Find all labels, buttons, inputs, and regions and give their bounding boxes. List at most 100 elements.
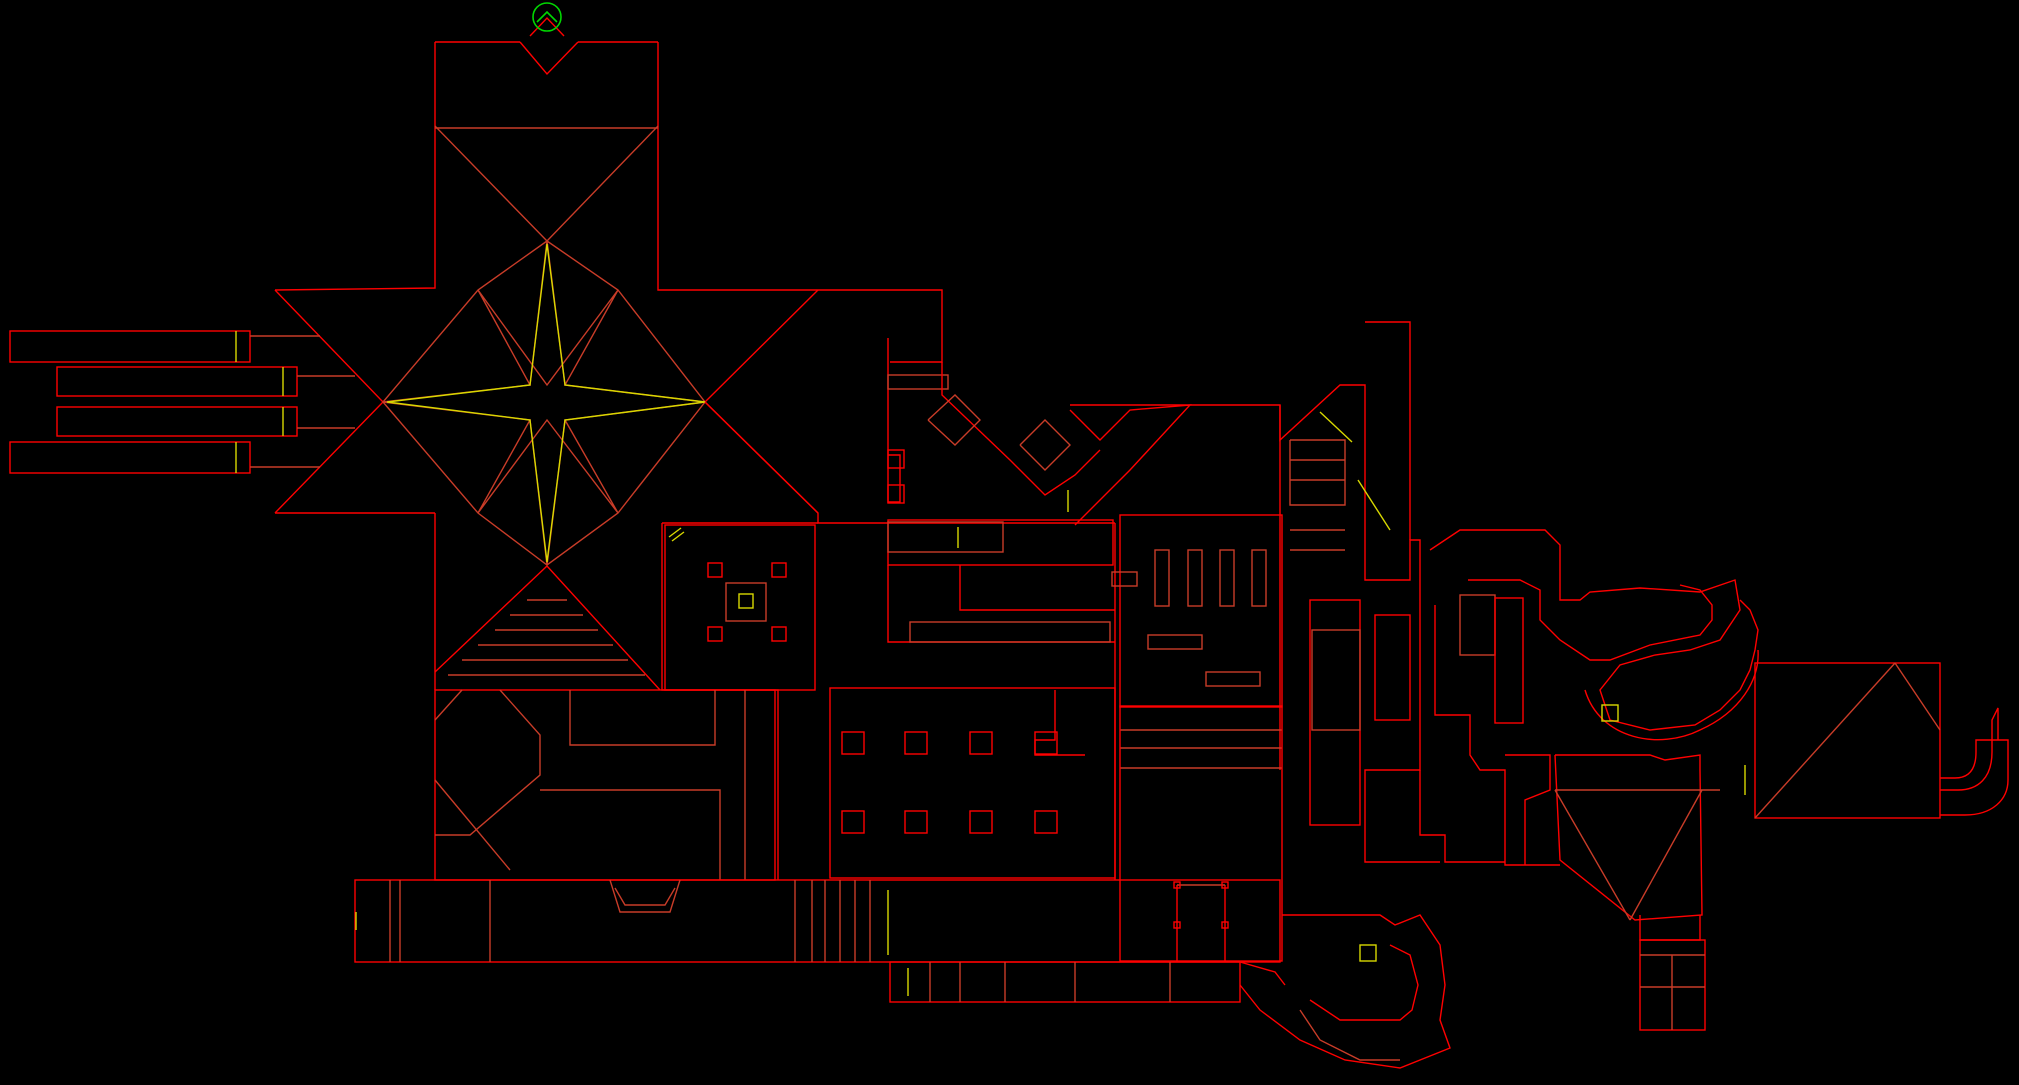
south-niche-inner <box>614 887 676 906</box>
altar-door-2 <box>671 531 685 542</box>
serpentine-cell-2 <box>1494 597 1524 724</box>
east-wedge <box>704 289 819 514</box>
mid-room-top <box>887 565 1115 643</box>
east-tower-stair <box>1289 439 1346 506</box>
altar-ring <box>725 582 767 622</box>
south-corridor <box>354 879 1281 963</box>
lower-block <box>829 687 1116 879</box>
duct-segments <box>927 394 981 446</box>
stairs-room <box>1119 705 1283 962</box>
east-room-diag-2 <box>1894 662 1941 731</box>
star-hall-details <box>382 125 706 676</box>
hall-ledge-1 <box>1147 634 1203 650</box>
southeast-corridor <box>889 961 1241 1003</box>
hall-pillar-1 <box>1154 549 1170 607</box>
hub-arm <box>887 338 901 503</box>
hook-switch <box>1359 944 1377 962</box>
hub-north-wall <box>818 289 943 363</box>
sw-corridor <box>569 690 716 746</box>
serpentine-cell-1 <box>1459 594 1496 656</box>
se-pit-diag-2 <box>1629 789 1703 921</box>
east-tower-cell <box>1374 614 1411 721</box>
altar-post-4 <box>771 626 787 642</box>
player-ring <box>532 2 562 32</box>
altar-post-1 <box>707 562 723 578</box>
ledge-1 <box>887 374 949 390</box>
serpentine-bay <box>1434 605 1560 866</box>
se-pit-diag-1 <box>1554 789 1631 921</box>
west-bars <box>9 330 355 474</box>
block-post-2 <box>904 731 928 755</box>
east-room <box>1754 662 1941 819</box>
block-notch <box>1034 690 1085 756</box>
south-pyramid <box>434 565 661 691</box>
hall-block <box>1119 514 1283 708</box>
star-inner-facets <box>382 289 706 514</box>
star-hall <box>274 16 819 691</box>
serpentine-switch <box>1601 704 1619 722</box>
hall-pillar-2 <box>1187 549 1203 607</box>
altar-door-1 <box>668 527 682 538</box>
gate-post-1 <box>1173 881 1181 889</box>
hub-ne-wall <box>704 401 1115 524</box>
hook-curve <box>1299 1009 1400 1061</box>
east-curl-outer <box>1940 739 2009 816</box>
north-diamond <box>434 125 659 243</box>
east-curl-inner <box>1940 707 1999 791</box>
hook-outer <box>1239 914 1451 1069</box>
se-pit <box>1554 754 1703 921</box>
star-pattern <box>386 243 706 563</box>
east-tower-1 <box>1279 384 1400 581</box>
start-nook <box>519 41 579 76</box>
hub-block-1 <box>887 449 905 469</box>
top-room <box>1070 404 1281 770</box>
serpentine-curve <box>1584 649 1759 741</box>
north-corridor-walls-east <box>657 42 818 291</box>
east-tower-door-1 <box>1319 411 1353 443</box>
east-room-diag <box>1754 662 1896 819</box>
west-duct <box>941 362 1101 496</box>
mid-room-north <box>959 565 1115 611</box>
central-east-rooms <box>889 514 1283 1003</box>
player-arrow-icon <box>532 2 562 32</box>
north-corridor-walls <box>274 42 436 291</box>
block-post-4 <box>1034 731 1058 755</box>
west-wedge <box>274 289 384 514</box>
hall-ledge-2 <box>1205 671 1261 687</box>
block-post-5 <box>841 810 865 834</box>
start-nook-inner <box>529 16 565 37</box>
serpentine-inner <box>1468 579 1713 661</box>
upper-steps <box>887 521 1004 553</box>
south-east-link <box>1639 915 1701 941</box>
bar-4 <box>9 441 251 474</box>
upper-corridor <box>887 519 1114 566</box>
altar-post-3 <box>707 626 723 642</box>
duct-segments-2 <box>1019 419 1071 471</box>
altar-post-2 <box>771 562 787 578</box>
east-tower-2 <box>1365 321 1411 540</box>
hook-diag <box>1239 961 1286 986</box>
se-hall-east <box>1505 754 1551 865</box>
hub-block-2 <box>887 484 905 504</box>
star-outline <box>382 240 706 566</box>
east-tower-corridor <box>1364 539 1440 863</box>
south-hook <box>1239 914 1451 1069</box>
sw-corridor-2 <box>540 789 721 880</box>
player-arrow <box>536 10 558 23</box>
gate-post-3 <box>1173 921 1181 929</box>
sw-diag-2 <box>434 779 511 871</box>
east-tower-door-2 <box>1357 479 1391 531</box>
bar-1 <box>9 330 251 363</box>
sw-diag-room <box>434 689 776 881</box>
block-post-8 <box>1034 810 1058 834</box>
sw-diag-1 <box>434 689 463 721</box>
middle-complex <box>829 362 1281 880</box>
block-post-1 <box>841 731 865 755</box>
east-tower-block <box>1309 599 1361 826</box>
bar-3 <box>56 406 298 437</box>
star-core <box>386 243 706 563</box>
block-post-7 <box>969 810 993 834</box>
sw-diag-3 <box>435 689 541 836</box>
block-post-6 <box>904 810 928 834</box>
